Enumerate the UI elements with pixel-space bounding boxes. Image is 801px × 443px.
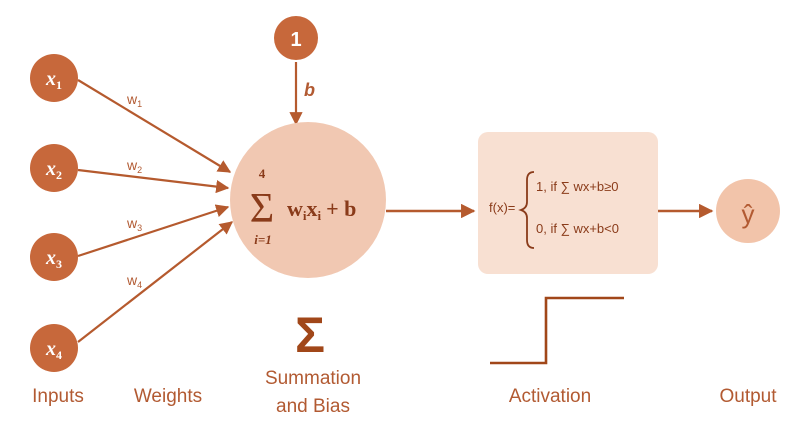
bias-node bbox=[274, 16, 318, 60]
activation-fx: f(x)= bbox=[489, 200, 515, 215]
sum-expression: wixi+ b bbox=[287, 196, 356, 223]
weight-label-1: w1 bbox=[126, 91, 142, 109]
input-nodes: x1 x2 x3 x4 bbox=[30, 54, 78, 372]
output-node: ŷ bbox=[716, 179, 780, 243]
sum-upper-limit: 4 bbox=[259, 166, 266, 181]
weight-label-3: w3 bbox=[126, 215, 142, 233]
summation-node: 4 Σ i=1 wixi+ b bbox=[230, 122, 386, 278]
bias-group: 1 b bbox=[274, 16, 318, 126]
step-function-icon bbox=[490, 296, 624, 365]
weight-labels: w1 w2 w3 w4 bbox=[126, 91, 142, 290]
caption-summation: Summation bbox=[265, 368, 361, 389]
caption-activation: Activation bbox=[509, 386, 591, 407]
bias-node-label: 1 bbox=[290, 29, 301, 51]
svg-text:x4: x4 bbox=[45, 338, 62, 362]
svg-text:x3: x3 bbox=[45, 247, 62, 271]
caption-inputs: Inputs bbox=[32, 386, 84, 407]
sum-lower-limit: i=1 bbox=[254, 232, 272, 247]
input-node-4: x4 bbox=[30, 324, 78, 372]
bias-label: b bbox=[304, 80, 315, 100]
caption-weights: Weights bbox=[134, 386, 202, 407]
captions: Inputs Weights Summation and Bias Activa… bbox=[32, 368, 777, 417]
sum-sigma: Σ bbox=[250, 186, 274, 232]
svg-text:x1: x1 bbox=[45, 68, 62, 92]
output-label: ŷ bbox=[742, 199, 755, 229]
weight-label-4: w4 bbox=[126, 272, 142, 290]
input-node-3: x3 bbox=[30, 233, 78, 281]
input-node-2: x2 bbox=[30, 144, 78, 192]
input-arrow-2 bbox=[77, 168, 230, 194]
input-arrow-4 bbox=[77, 221, 234, 343]
input-arrow-1 bbox=[77, 79, 232, 173]
activation-box: f(x)= 1, if ∑ wx+b≥0 0, if ∑ wx+b<0 bbox=[478, 132, 658, 274]
caption-output: Output bbox=[719, 386, 777, 407]
activation-case-1: 1, if ∑ wx+b≥0 bbox=[536, 179, 619, 194]
input-arrows bbox=[77, 79, 234, 343]
activation-brace bbox=[518, 171, 535, 249]
input-arrow-3 bbox=[77, 204, 230, 258]
weight-label-2: w2 bbox=[126, 157, 142, 175]
activation-case-2: 0, if ∑ wx+b<0 bbox=[536, 221, 619, 236]
summation-sigma-icon: Σ bbox=[295, 307, 325, 363]
caption-bias: and Bias bbox=[276, 396, 350, 417]
svg-text:x2: x2 bbox=[45, 158, 62, 182]
input-node-1: x1 bbox=[30, 54, 78, 102]
